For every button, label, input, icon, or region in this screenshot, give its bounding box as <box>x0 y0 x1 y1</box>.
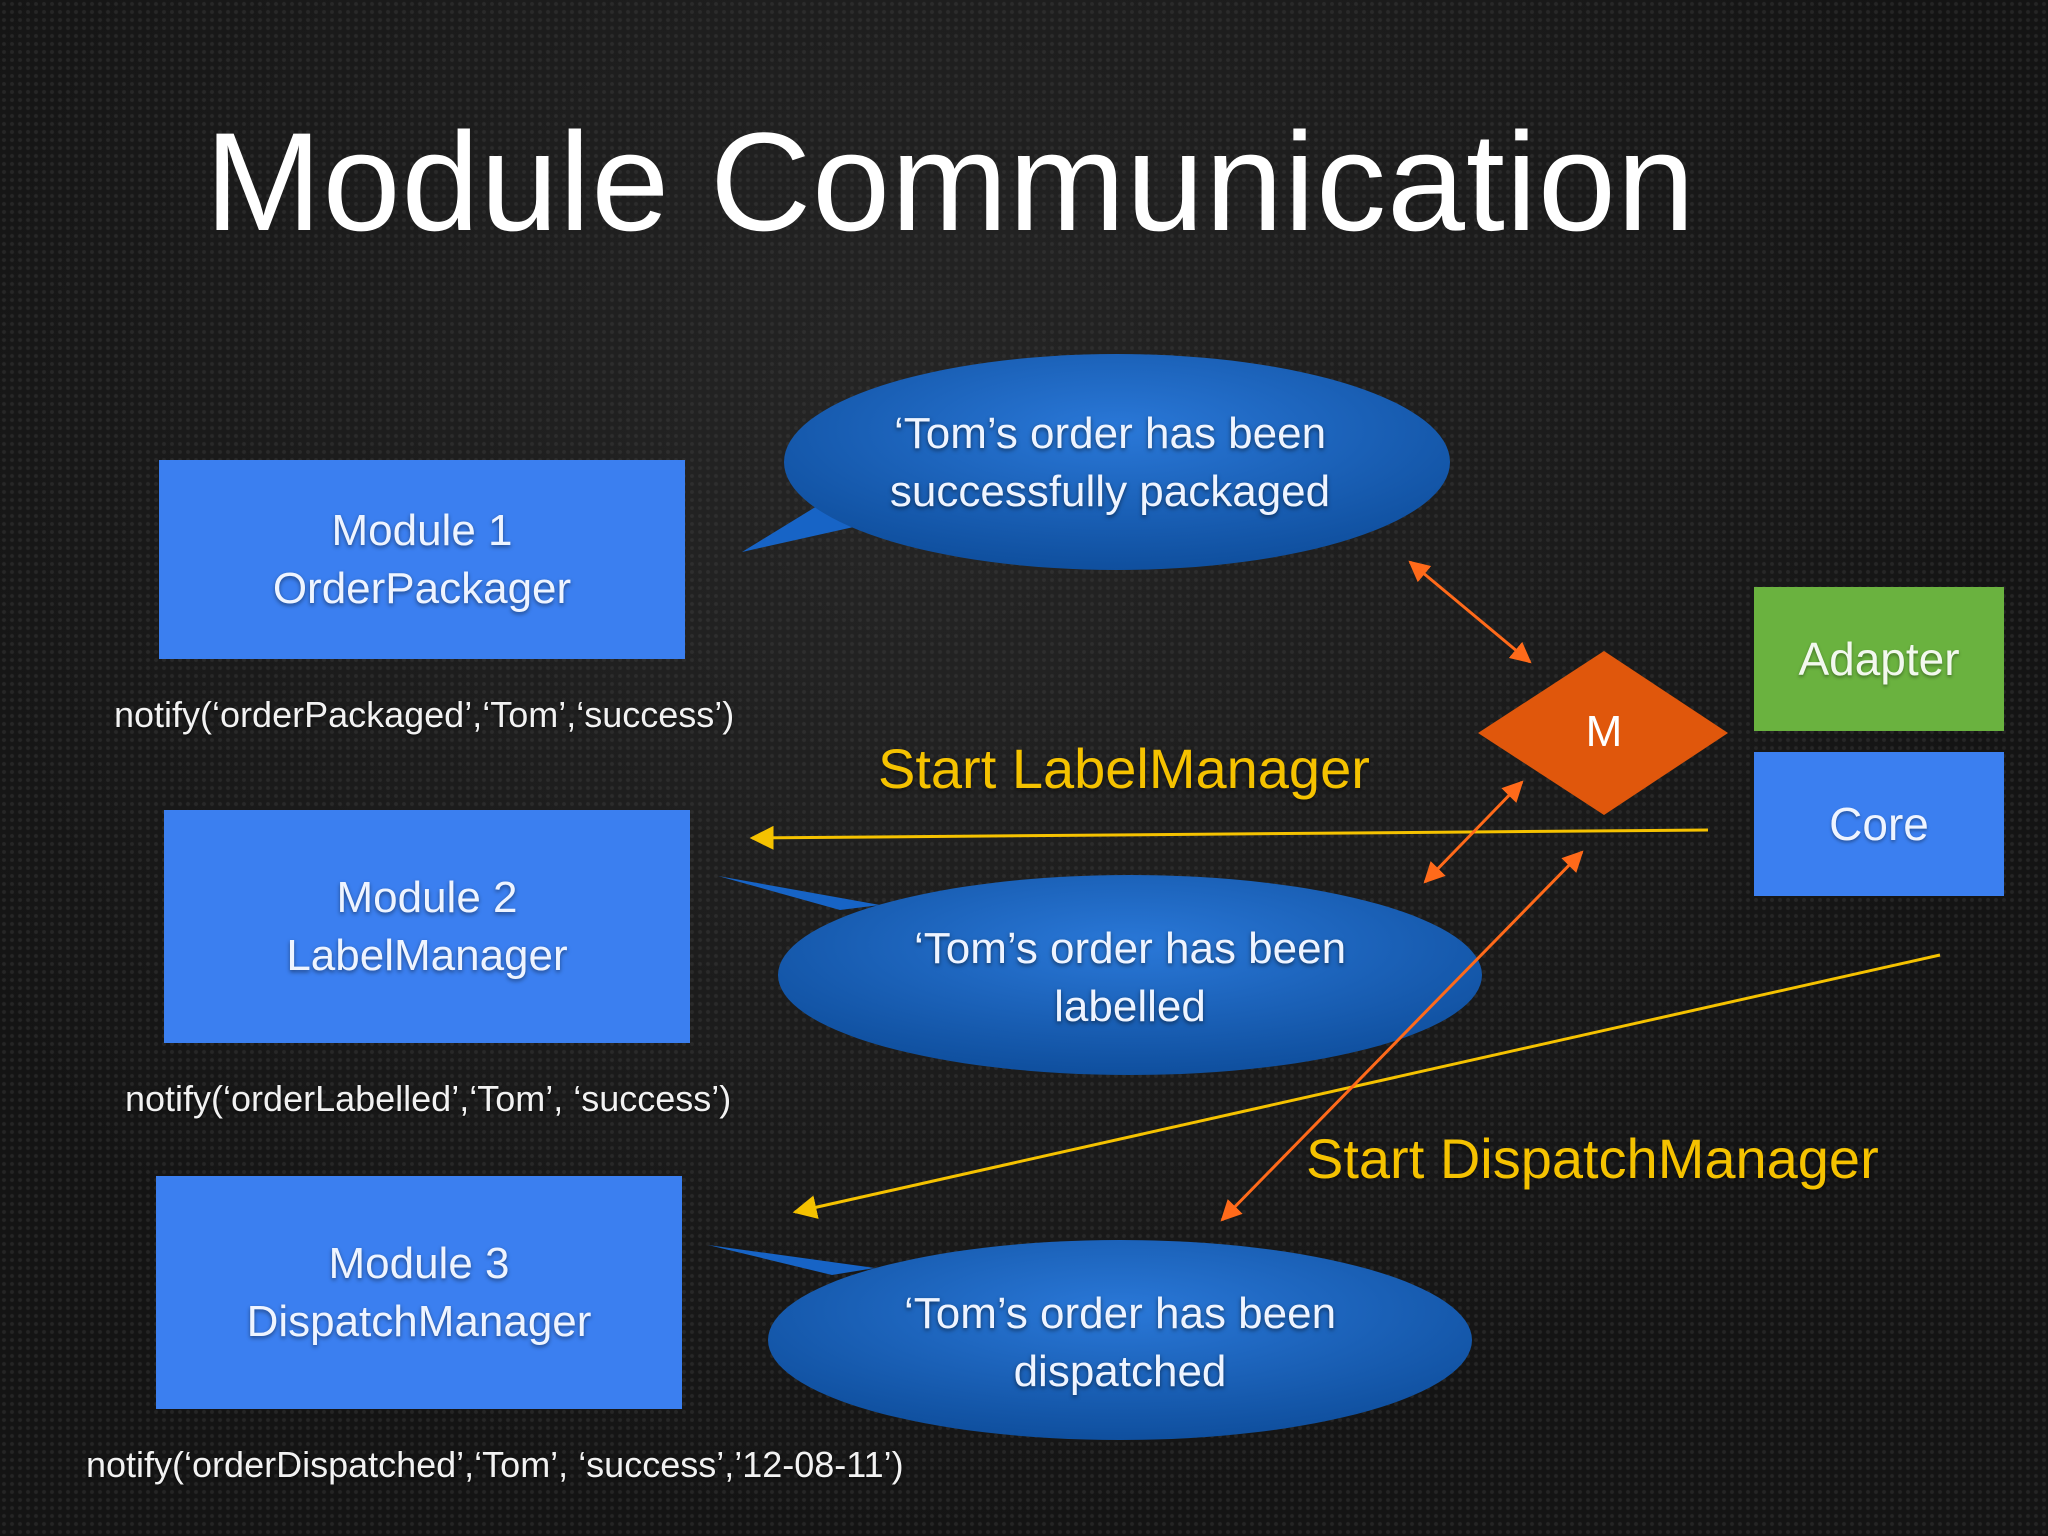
mediator-diamond <box>1478 651 1728 815</box>
module-2-name: LabelManager <box>286 930 568 980</box>
speech-bubble-1-text: ‘Tom’s order has been successfully packa… <box>790 372 1430 554</box>
core-label: Core <box>1829 798 1929 850</box>
module-2-box: Module 2 LabelManager <box>164 810 690 1043</box>
core-box: Core <box>1754 752 2004 896</box>
adapter-box: Adapter <box>1754 587 2004 731</box>
module-1-box: Module 1 OrderPackager <box>159 460 685 659</box>
speech-bubble-1-line-1: ‘Tom’s order has been <box>893 409 1327 458</box>
speech-bubble-3-text: ‘Tom’s order has been dispatched <box>780 1250 1460 1436</box>
mediator-label: M <box>1585 707 1623 756</box>
module-3-name: DispatchManager <box>246 1296 592 1346</box>
speech-bubble-3-line-2: dispatched <box>1013 1347 1227 1396</box>
speech-bubble-2-text: ‘Tom’s order has been labelled <box>790 885 1470 1071</box>
speech-bubble-1-line-2: successfully packaged <box>889 467 1331 516</box>
bubble1-mediator-arrow <box>1408 560 1532 664</box>
bubble3-mediator-arrow <box>1220 850 1584 1222</box>
start-dispatchmanager-label: Start DispatchManager <box>1306 1127 1879 1190</box>
speech-bubble-1 <box>742 354 1450 570</box>
module-1-notify-call: notify(‘orderPackaged’,‘Tom’,‘success’) <box>114 694 735 735</box>
module-3-number: Module 3 <box>328 1238 510 1288</box>
speech-bubble-2-line-2: labelled <box>1054 982 1206 1031</box>
slide-title: Module Communication <box>205 103 1696 260</box>
start-labelmanager-arrow <box>749 825 1709 850</box>
module-3-notify-call: notify(‘orderDispatched’,‘Tom’, ‘success… <box>86 1444 904 1485</box>
module-1-number: Module 1 <box>331 505 513 555</box>
module-2-number: Module 2 <box>336 872 518 922</box>
speech-bubble-2-line-1: ‘Tom’s order has been <box>913 924 1347 973</box>
speech-bubble-3 <box>708 1240 1472 1440</box>
module-2-notify-call: notify(‘orderLabelled’,‘Tom’, ‘success’) <box>125 1078 732 1119</box>
module-3-box: Module 3 DispatchManager <box>156 1176 682 1409</box>
start-labelmanager-label: Start LabelManager <box>878 737 1370 800</box>
module-1-name: OrderPackager <box>272 563 572 613</box>
adapter-label: Adapter <box>1798 633 1960 685</box>
speech-bubble-3-line-1: ‘Tom’s order has been <box>903 1289 1337 1338</box>
